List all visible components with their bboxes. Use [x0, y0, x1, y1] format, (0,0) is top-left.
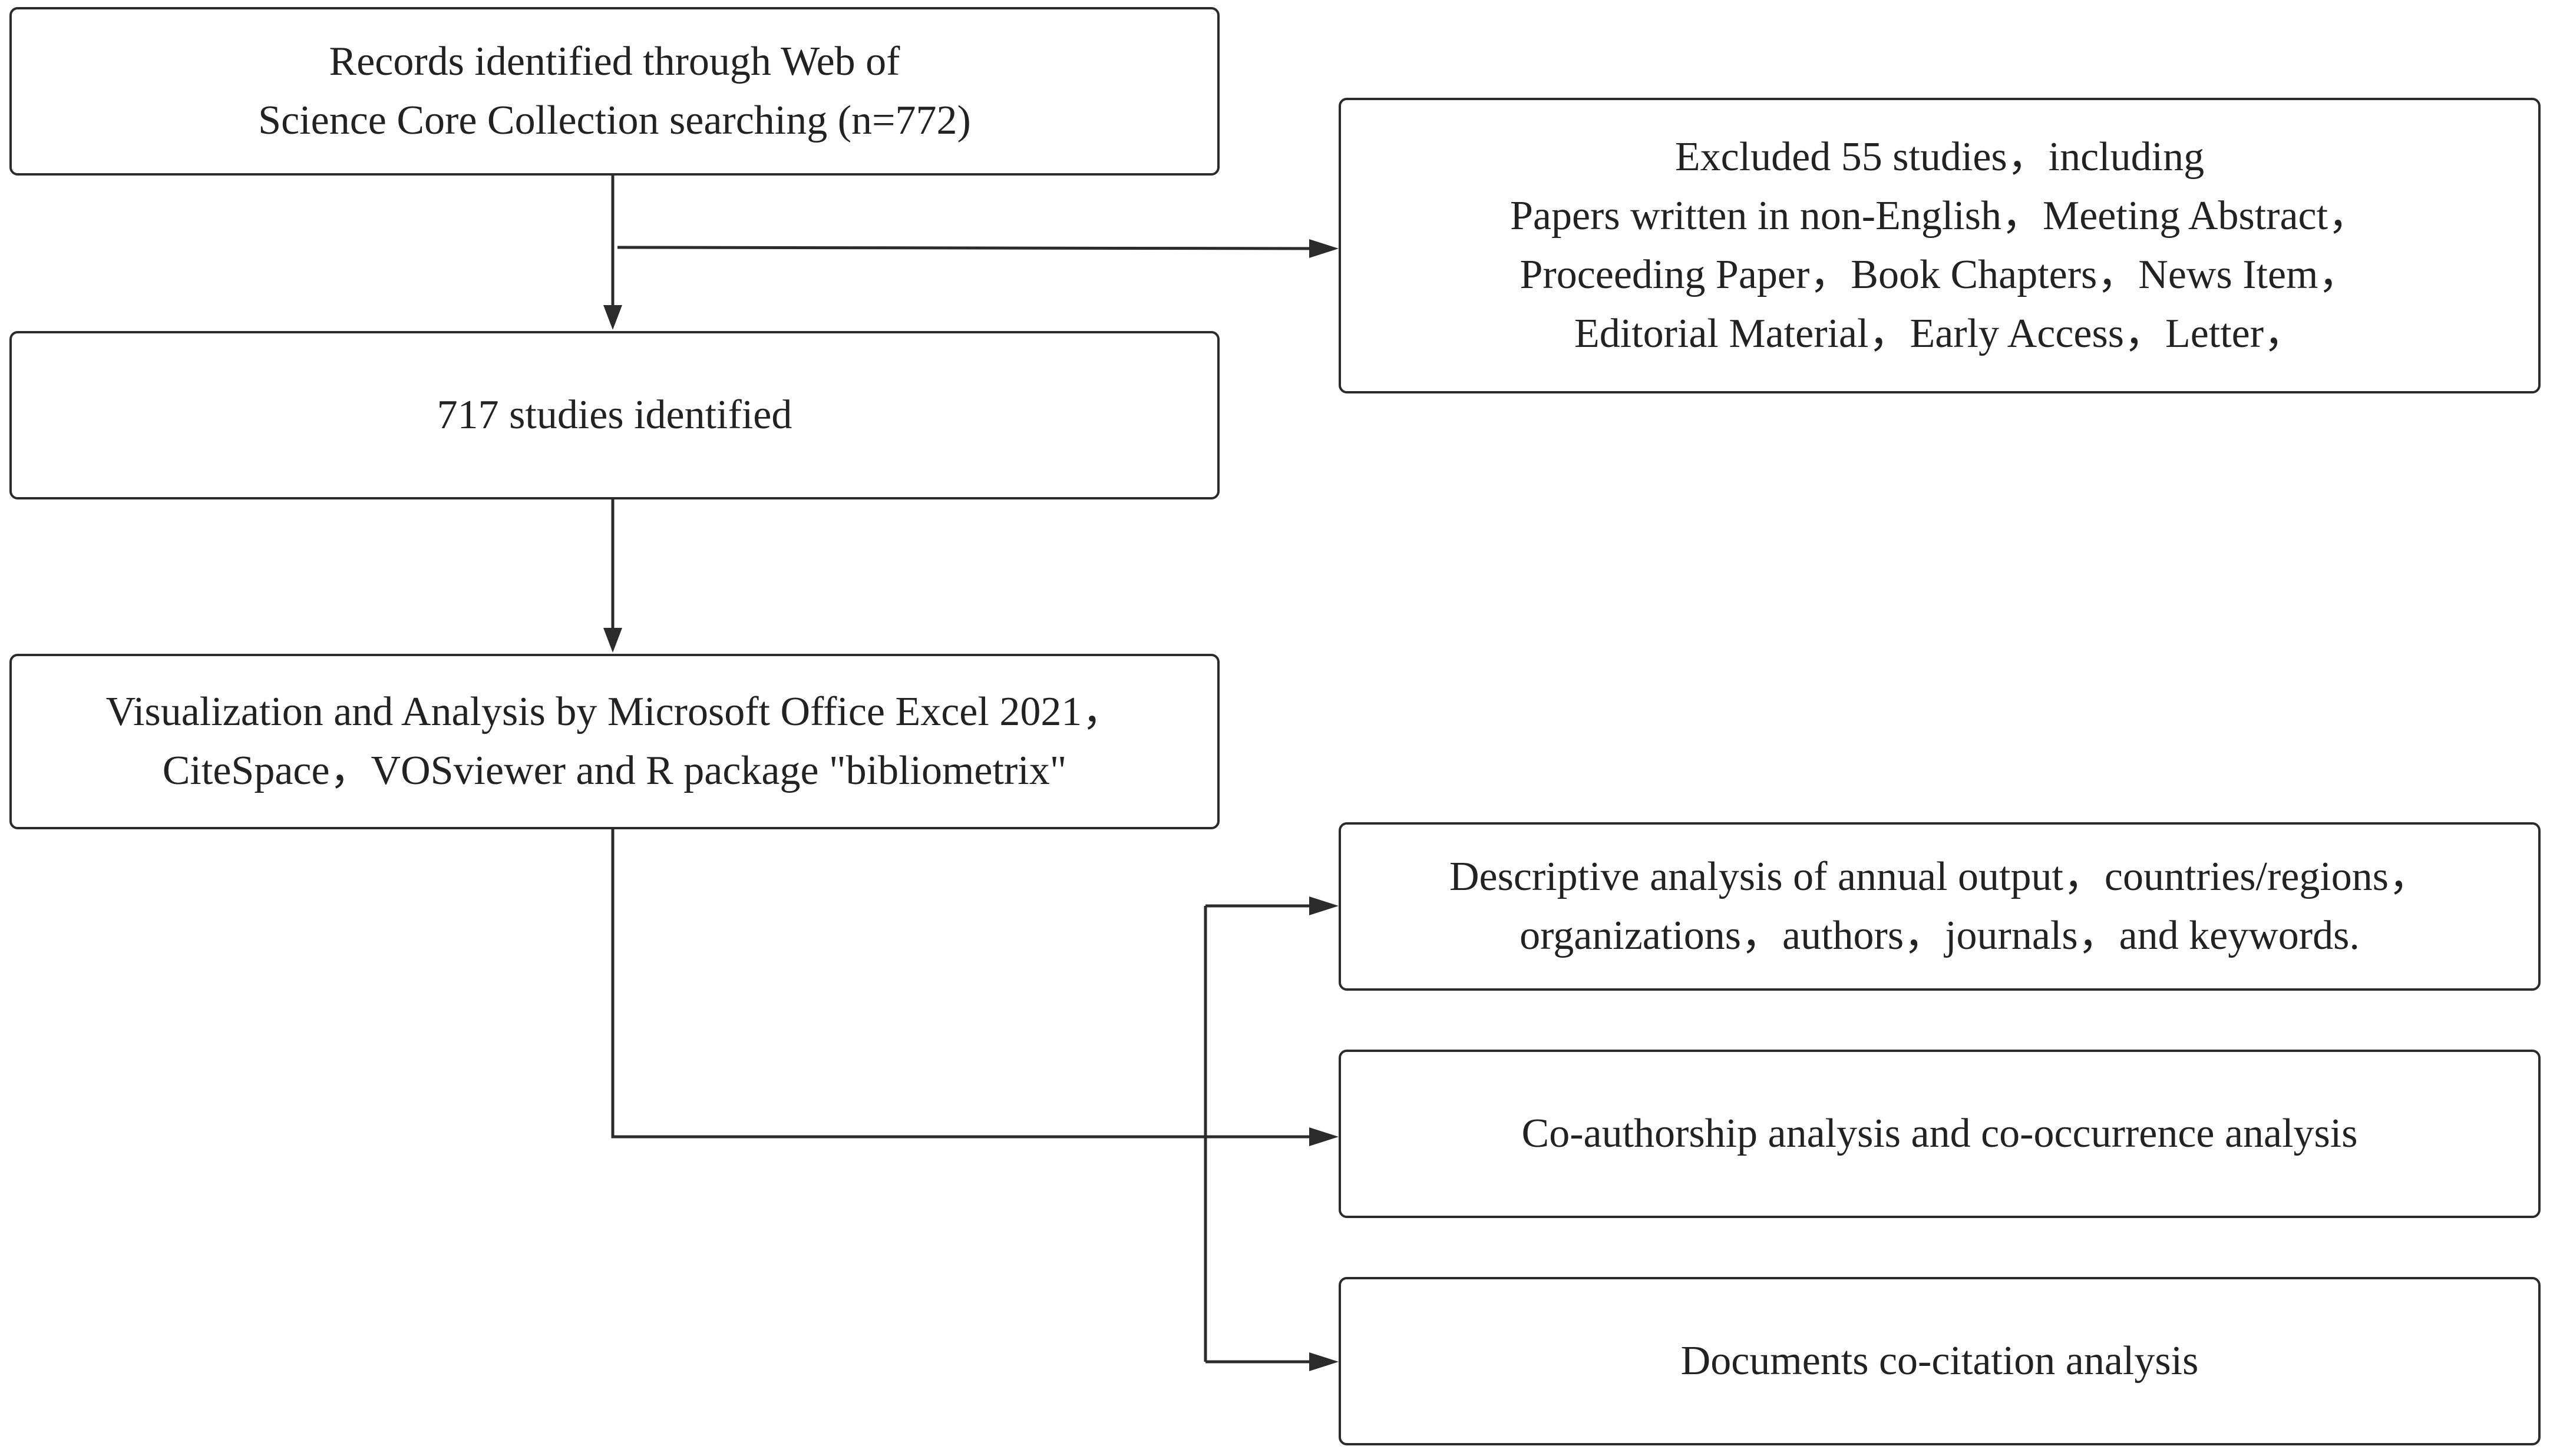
node-visualization-analysis: Visualization and Analysis by Microsoft … [9, 654, 1220, 829]
node-descriptive-line-1: Descriptive analysis of annual output，co… [1449, 854, 2430, 899]
arrowhead-visualization [603, 628, 622, 653]
arrowhead-coauthorship [1309, 1127, 1339, 1146]
arrowhead-descriptive [1309, 896, 1339, 915]
node-cocitation-line-1: Documents co-citation analysis [1680, 1338, 2199, 1384]
node-excluded-studies: Excluded 55 studies，including Papers wri… [1339, 98, 2541, 393]
node-records-line-2: Science Core Collection searching (n=772… [258, 98, 971, 143]
node-descriptive-analysis: Descriptive analysis of annual output，co… [1339, 822, 2541, 991]
node-studies-identified: 717 studies identified [9, 331, 1220, 499]
node-records-identified: Records identified through Web of Scienc… [9, 7, 1220, 176]
node-identified-line-1: 717 studies identified [437, 392, 792, 438]
arrowhead-identified [603, 305, 622, 330]
arrowhead-excluded [1309, 239, 1339, 258]
arrow-to-excluded [617, 246, 1320, 250]
node-excluded-line-2: Papers written in non-English，Meeting Ab… [1509, 193, 2370, 239]
node-cocitation-analysis: Documents co-citation analysis [1339, 1277, 2541, 1445]
node-excluded-line-3: Proceeding Paper，Book Chapters，News Item… [1520, 252, 2360, 297]
node-coauthorship-line-1: Co-authorship analysis and co-occurrence… [1521, 1111, 2358, 1156]
arrowhead-cocitation [1309, 1352, 1339, 1371]
node-excluded-line-4: Editorial Material，Early Access，Letter， [1574, 311, 2305, 356]
node-excluded-line-1: Excluded 55 studies，including [1674, 134, 2205, 180]
node-coauthorship-analysis: Co-authorship analysis and co-occurrence… [1339, 1050, 2541, 1218]
node-visualization-line-1: Visualization and Analysis by Microsoft … [105, 689, 1124, 734]
connector-visualization-down [611, 829, 1320, 1139]
node-descriptive-line-2: organizations，authors，journals，and keywo… [1520, 913, 2360, 958]
node-records-line-1: Records identified through Web of [329, 39, 900, 84]
node-visualization-line-2: CiteSpace，VOSviewer and R package "bibli… [162, 748, 1067, 793]
